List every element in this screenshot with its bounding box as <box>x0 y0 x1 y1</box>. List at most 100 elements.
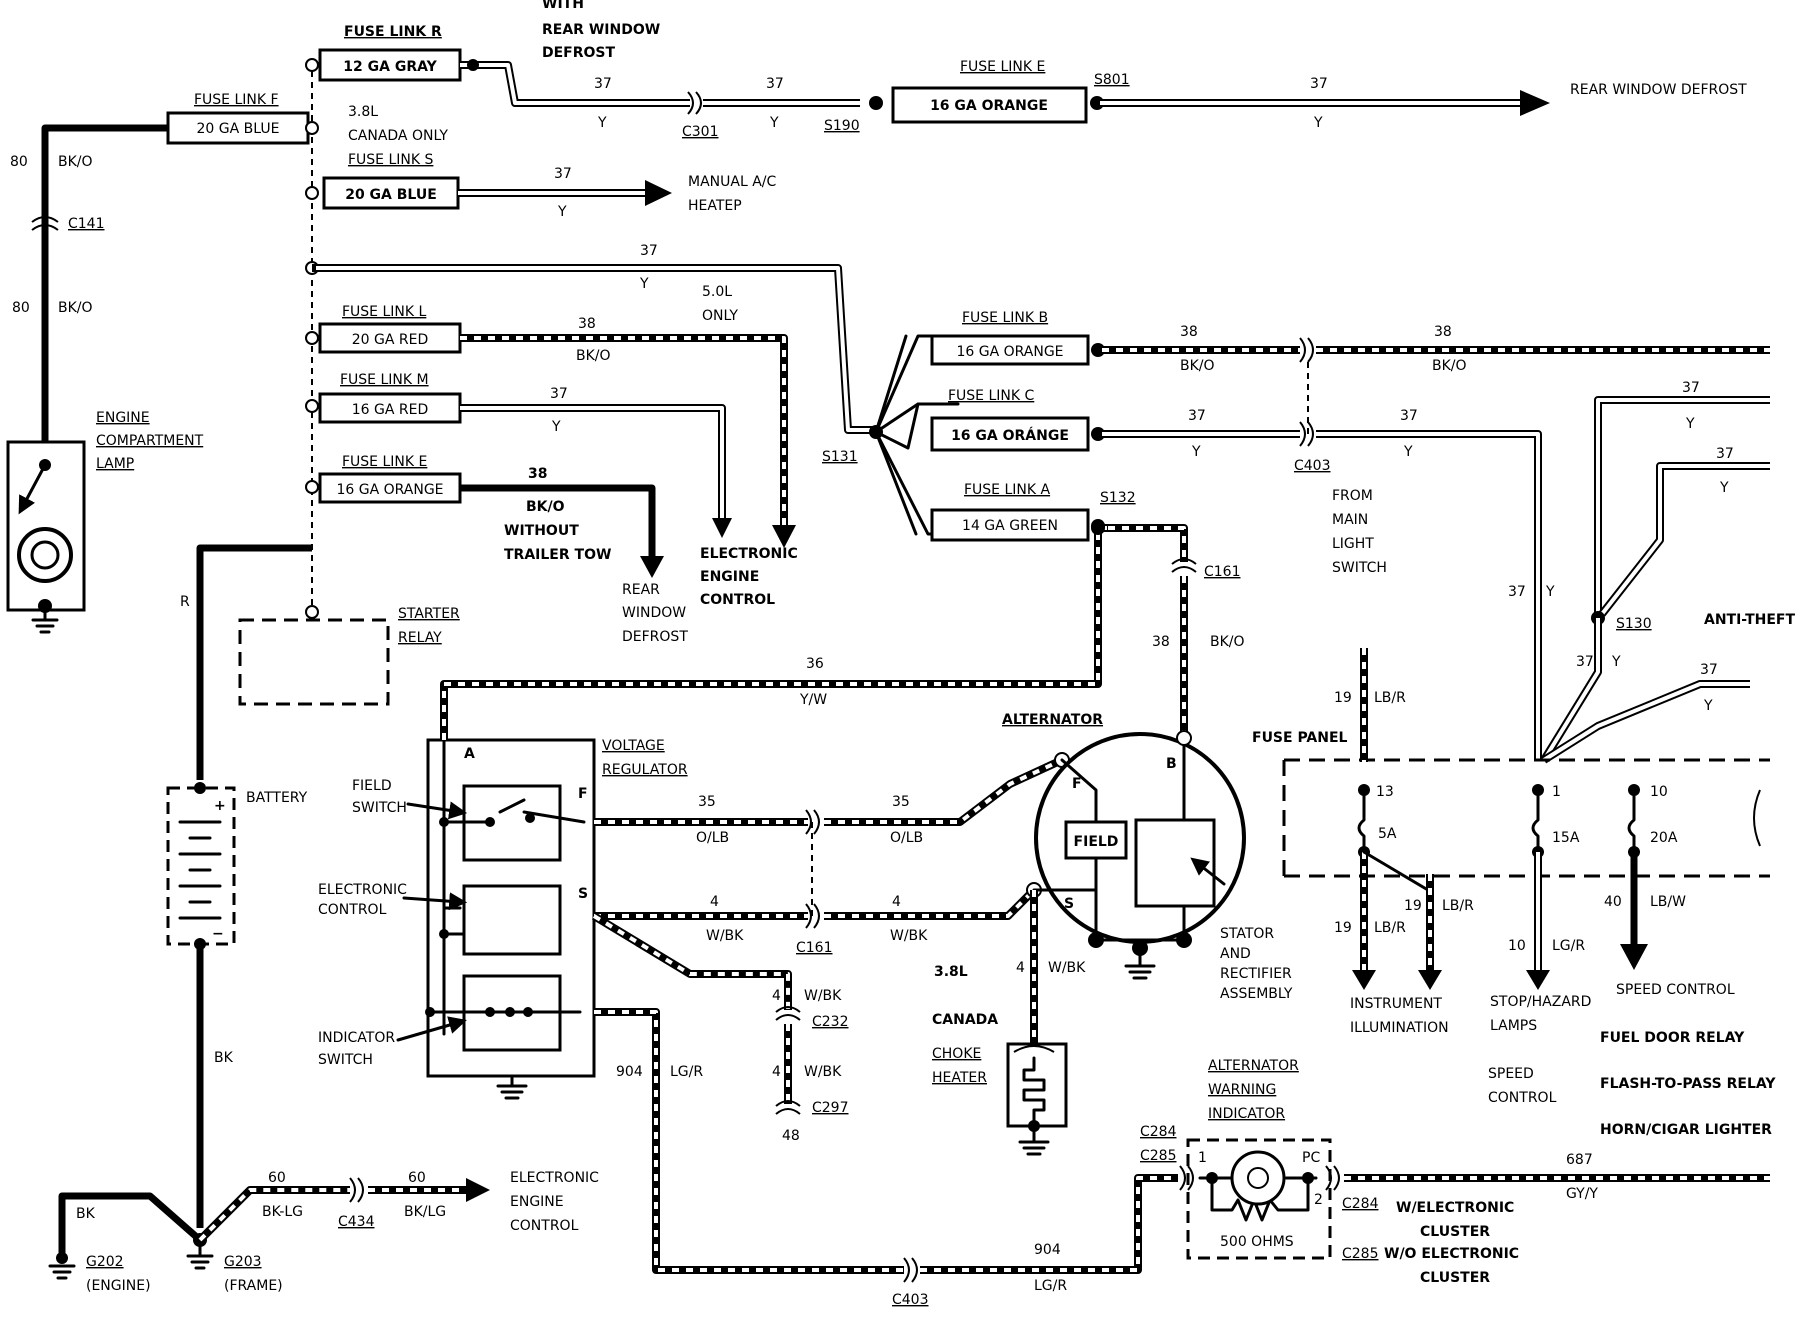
wire-bko-l: BK/O <box>576 348 611 364</box>
wire-lbr-a: LB/R <box>1374 690 1406 706</box>
wire-y-r1: Y <box>597 115 607 131</box>
pin-1: 1 <box>1198 1150 1207 1166</box>
g202-sub: (ENGINE) <box>86 1278 151 1294</box>
c285a-label: C285 <box>1140 1148 1177 1164</box>
elec-control-label-2: CONTROL <box>318 902 387 918</box>
starter-label-2: RELAY <box>398 630 442 646</box>
c403-connector-b <box>903 1257 918 1283</box>
fuse-link-r-spec: 12 GA GRAY <box>343 59 437 75</box>
fuse-link-a-circuit: FUSE LINK A 14 GA GREEN S132 <box>930 482 1136 542</box>
c297-label: C297 <box>812 1100 849 1116</box>
c434-connector <box>349 1177 364 1203</box>
wire-y-e: Y <box>1313 115 1323 131</box>
manual-ac-dest-1: MANUAL A/C <box>688 174 776 190</box>
fuse-link-a-name: FUSE LINK A <box>964 482 1051 498</box>
only50-note-1: 5.0L <box>702 284 732 300</box>
wire-37-t2: 37 <box>1716 446 1734 462</box>
wire-bk-bat: BK <box>214 1050 234 1066</box>
eec1-dest-1: ELECTRONIC <box>700 546 798 562</box>
c301-connector <box>687 91 702 115</box>
wire-gyy: GY/Y <box>1566 1186 1598 1202</box>
wire-y-t2: Y <box>1719 480 1729 496</box>
fuse-panel-label: FUSE PANEL <box>1252 730 1348 746</box>
ground-points: BK G202 (ENGINE) G203 (FRAME) 60 BK-LG C… <box>48 1170 599 1294</box>
flash-dest: FLASH-TO-PASS RELAY <box>1600 1076 1776 1092</box>
bus-node <box>305 480 319 494</box>
wire-37-c1: 37 <box>1188 408 1206 424</box>
fuse-1-rating: 15A <box>1552 830 1580 846</box>
instrument-dest-1: INSTRUMENT <box>1350 996 1442 1012</box>
g202-label: G202 <box>86 1254 124 1270</box>
stator-label-1: STATOR <box>1220 926 1274 942</box>
fuse-link-b-name: FUSE LINK B <box>962 310 1048 326</box>
fuse-link-e-left-name: FUSE LINK E <box>342 454 427 470</box>
stop-dest-1: STOP/HAZARD <box>1490 994 1591 1010</box>
terminal-a: A <box>464 746 475 762</box>
stator-rectifier <box>1134 818 1216 908</box>
wire-37-50: 37 <box>640 243 658 259</box>
wire-36-label: 36 <box>806 656 824 672</box>
s801-label: S801 <box>1094 72 1130 88</box>
wire-37-m: 37 <box>550 386 568 402</box>
wire-904-a: 904 <box>616 1064 643 1080</box>
ohms-label: 500 OHMS <box>1220 1234 1294 1250</box>
wire-y-t1: Y <box>1685 416 1695 432</box>
wire-wbk-b: W/BK <box>890 928 928 944</box>
fuse-link-m-circuit: FUSE LINK M 16 GA RED 37 Y ELECTRONIC EN… <box>318 372 798 608</box>
fuse-1: 1 <box>1552 784 1561 800</box>
wire-4-a: 4 <box>710 894 719 910</box>
wire-37-s: 37 <box>554 166 572 182</box>
choke-heater: 4 W/BK 3.8L CANADA CHOKE HEATER <box>932 890 1086 1156</box>
w-elec-label-2: CLUSTER <box>1420 1224 1490 1240</box>
wire-687: 687 <box>1566 1152 1593 1168</box>
wire-38-alt: 38 <box>1152 634 1170 650</box>
wire-bklg-a: BK-LG <box>262 1204 303 1220</box>
engine-lamp-label-1: ENGINE <box>96 410 150 426</box>
engine-lamp-label-3: LAMP <box>96 456 134 472</box>
eec2-dest-2: ENGINE <box>510 1194 564 1210</box>
wire-904-b: 904 <box>1034 1242 1061 1258</box>
electronic-control-box <box>462 884 562 956</box>
c161a-label: C161 <box>1204 564 1241 580</box>
wire-37-v: 37 <box>1508 584 1526 600</box>
fuse-link-a-spec: 14 GA GREEN <box>962 518 1058 534</box>
rwd-dest-1: REAR <box>622 582 660 598</box>
c285b-label: C285 <box>1342 1246 1379 1262</box>
alternator-label: ALTERNATOR <box>1002 712 1103 728</box>
fuse-link-c-spec: 16 GA ORÁNGE <box>951 427 1069 444</box>
fuse-link-e-left-circuit: FUSE LINK E 16 GA ORANGE 38 BK/O WITHOUT… <box>318 454 688 645</box>
s190-label: S190 <box>824 118 860 134</box>
c301-label: C301 <box>682 124 719 140</box>
fuse-link-l-circuit: FUSE LINK L 20 GA RED 38 BK/O <box>318 304 796 548</box>
rear-defrost-dest: REAR WINDOW DEFROST <box>1570 82 1747 98</box>
fuse-link-c-name: FUSE LINK C <box>948 388 1035 404</box>
stop-dest-2: LAMPS <box>1490 1018 1537 1034</box>
wire-r-label: R <box>180 594 190 610</box>
choke-label-1: CHOKE <box>932 1046 981 1062</box>
wire-y-s: Y <box>557 204 567 220</box>
wire-35-b: 35 <box>892 794 910 810</box>
wire-bko-b2: BK/O <box>1432 358 1467 374</box>
fuse-panel: FUSE PANEL 19 LB/R 13 5A 19 LB/R 19 LB/R… <box>1252 648 1776 1138</box>
fuse-link-c-circuit: FUSE LINK C 16 GA ORÁNGE 37 Y 37 Y C403 … <box>930 388 1555 760</box>
wire-37-at: 37 <box>1700 662 1718 678</box>
g203-label: G203 <box>224 1254 262 1270</box>
without-tow-note-2: TRAILER TOW <box>504 547 611 563</box>
fuse-10: 10 <box>1650 784 1668 800</box>
anti-theft-dest: ANTI-THEFT <box>1704 612 1795 628</box>
c434-label: C434 <box>338 1214 375 1230</box>
top-right-37-wires: 37 Y 37 Y S130 ANTI-THEFT 37 Y 37 Y <box>1540 380 1795 764</box>
wire-bko-label-b: BK/O <box>58 300 93 316</box>
stator-label-3: RECTIFIER <box>1220 966 1292 982</box>
c403a-label: C403 <box>1294 458 1331 474</box>
wire-19-a: 19 <box>1334 690 1352 706</box>
canada-note-2: CANADA ONLY <box>348 128 448 144</box>
wire-wbk-d: W/BK <box>804 1064 842 1080</box>
bus-node <box>305 121 319 135</box>
wire-80-label-b: 80 <box>12 300 30 316</box>
wire-yw-label: Y/W <box>799 692 827 708</box>
eec1-dest-2: ENGINE <box>700 569 759 585</box>
wire-lbw: LB/W <box>1650 894 1686 910</box>
fuse-link-r-circuit: FUSE LINK R 12 GA GRAY WITH REAR WINDOW … <box>318 0 883 140</box>
